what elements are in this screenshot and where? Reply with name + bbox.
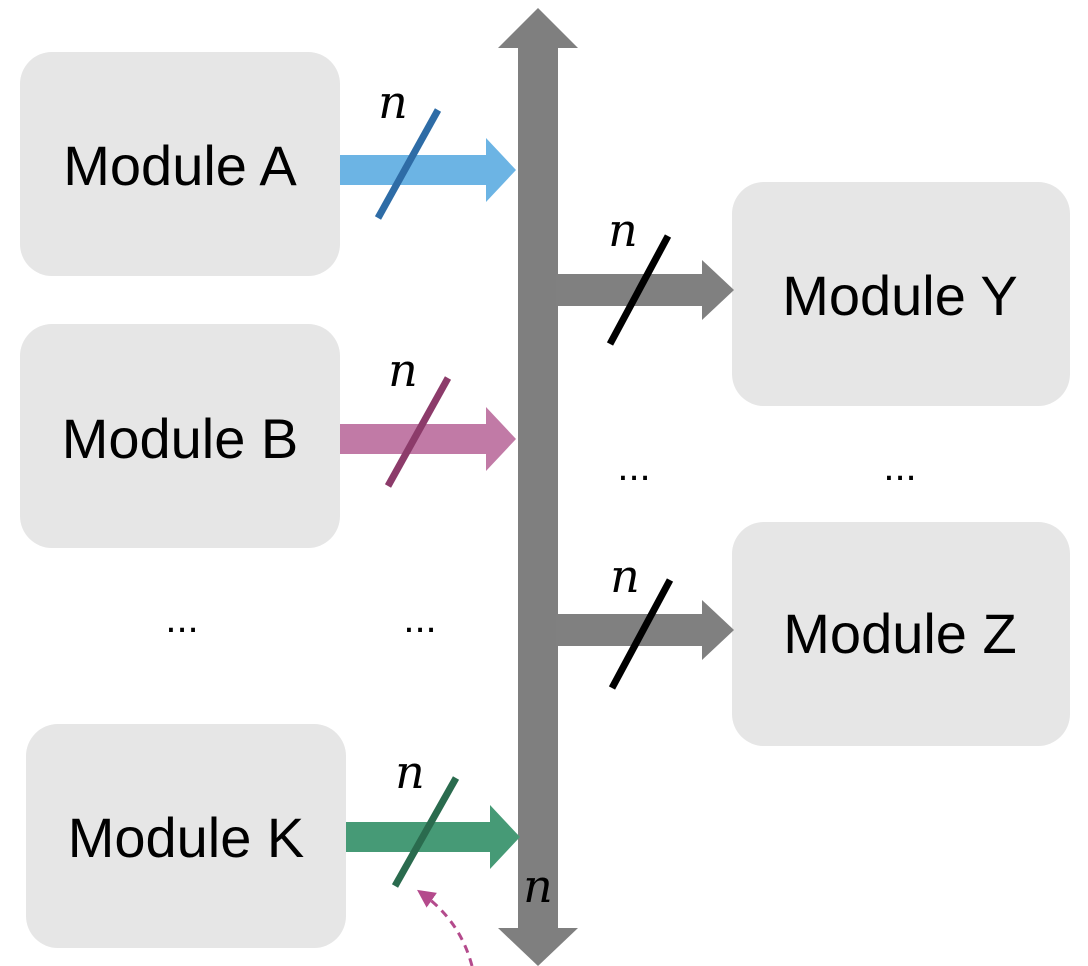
- module-a: Module A: [20, 52, 340, 276]
- bus-shaft: [518, 46, 558, 930]
- output-arrow-y: n: [556, 203, 734, 346]
- ellipsis-left-arrows: ...: [403, 597, 436, 641]
- output-y-width-label: n: [608, 203, 638, 257]
- module-z: Module Z: [732, 522, 1070, 746]
- output-arrow-z-shaft: [556, 614, 706, 646]
- shared-bus: [498, 8, 578, 966]
- bus-bottom-arrowhead: [498, 928, 578, 966]
- module-z-box: [732, 522, 1070, 746]
- dashed-pointer-arrow: [417, 889, 474, 966]
- bus-width-label: n: [523, 859, 553, 913]
- module-y: Module Y: [732, 182, 1070, 406]
- module-k-box: [26, 724, 346, 948]
- output-arrow-z: n: [556, 549, 734, 690]
- input-arrow-a-head: [486, 138, 516, 202]
- ellipsis-left-modules: ...: [165, 597, 198, 641]
- module-z-label: Module Z: [783, 602, 1016, 665]
- module-k-label: Module K: [68, 806, 305, 869]
- input-a-width-label: n: [378, 75, 408, 129]
- ellipsis-right-arrows: ...: [617, 445, 650, 489]
- input-k-width-slash: [391, 776, 460, 888]
- input-arrow-a-shaft: [340, 155, 490, 185]
- output-z-width-label: n: [610, 549, 640, 603]
- input-arrow-k-head: [490, 805, 520, 869]
- input-a-width-slash: [374, 108, 442, 220]
- input-arrow-k: n: [346, 745, 520, 888]
- input-k-width-label: n: [395, 745, 425, 799]
- module-b-label: Module B: [62, 407, 299, 470]
- output-y-width-slash: [606, 234, 672, 346]
- ellipsis-right-modules: ...: [883, 445, 916, 489]
- input-b-width-slash: [384, 376, 452, 488]
- bus-top-arrowhead: [498, 8, 578, 48]
- output-arrow-z-head: [702, 600, 734, 660]
- module-a-label: Module A: [63, 134, 297, 197]
- output-z-width-slash: [608, 578, 674, 690]
- module-a-box: [20, 52, 340, 276]
- input-b-width-label: n: [388, 343, 418, 397]
- module-b-box: [20, 324, 340, 548]
- module-k: Module K: [26, 724, 346, 948]
- input-arrow-a: n: [340, 75, 516, 220]
- input-arrow-b-head: [486, 407, 516, 471]
- output-arrow-y-head: [702, 260, 734, 320]
- module-y-box: [732, 182, 1070, 406]
- module-y-label: Module Y: [782, 264, 1018, 327]
- module-b: Module B: [20, 324, 340, 548]
- input-arrow-b: n: [340, 343, 516, 488]
